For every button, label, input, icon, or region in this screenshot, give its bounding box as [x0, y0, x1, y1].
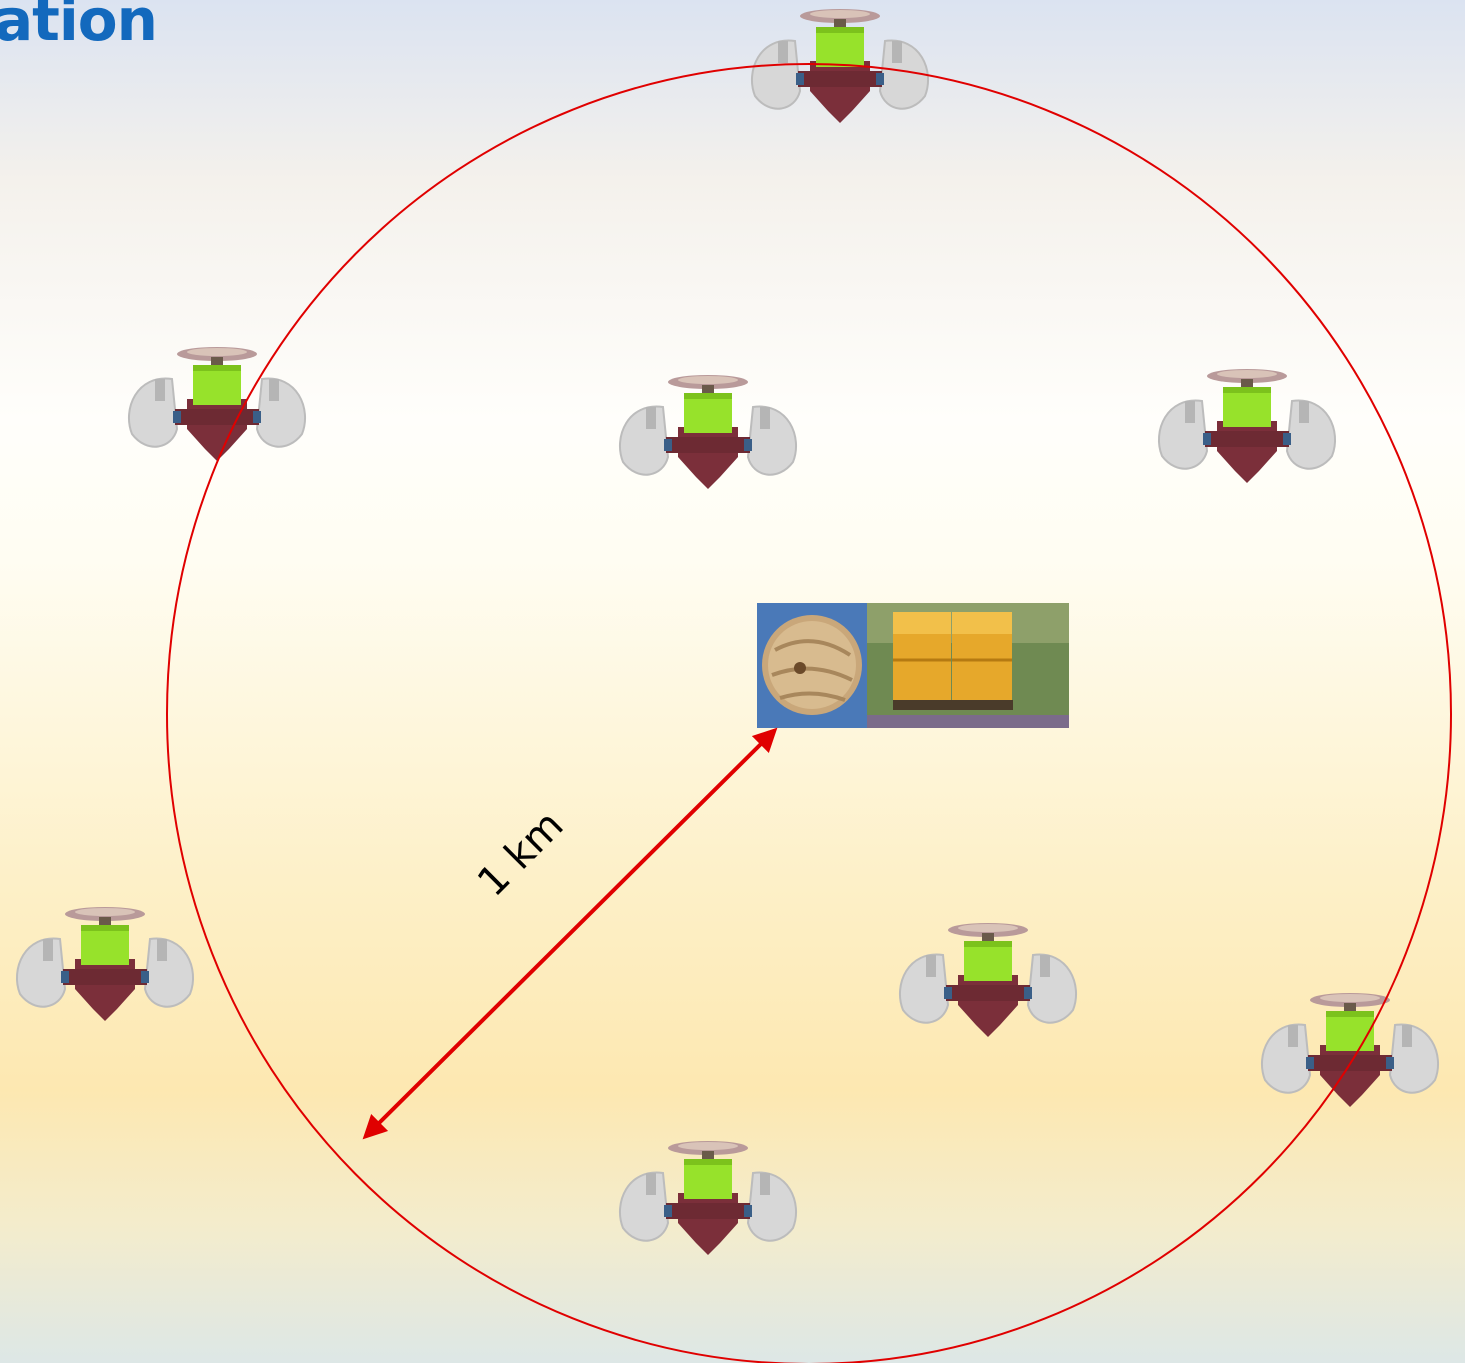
- trap-drone-icon: [750, 8, 930, 124]
- trap-drone-icon: [127, 346, 307, 462]
- trap-drone-icon: [15, 906, 195, 1022]
- trap-drone-icon: [898, 922, 1078, 1038]
- slide-title: ation: [0, 0, 158, 54]
- trap-drone-icon: [618, 374, 798, 490]
- trap-drone-icon: [1260, 992, 1440, 1108]
- trap-drone-icon: [1157, 368, 1337, 484]
- range-circle: [166, 63, 1452, 1363]
- trap-drone-icon: [618, 1140, 798, 1256]
- radius-label: 1 km: [469, 802, 572, 905]
- hornet-nest-and-beehives-photo: [757, 603, 1069, 728]
- radius-arrow: [362, 727, 778, 1140]
